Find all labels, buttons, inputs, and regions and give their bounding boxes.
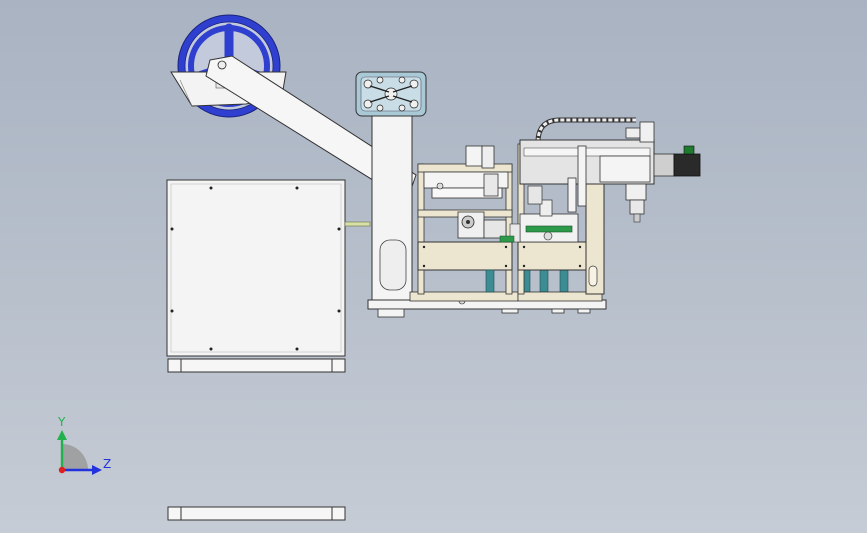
feeder-block[interactable] [457, 211, 507, 239]
y-axis-label: Y [57, 415, 66, 429]
origin-dot [58, 466, 66, 474]
lower-base-rail[interactable] [167, 506, 346, 521]
teal-supports[interactable] [485, 269, 569, 293]
center-mechanism[interactable] [499, 185, 579, 243]
upper-slide-assembly[interactable] [423, 145, 509, 199]
gripper-plate[interactable] [355, 71, 427, 117]
vertical-column[interactable] [371, 101, 413, 301]
connecting-rod[interactable] [344, 221, 371, 227]
vertical-actuator[interactable] [625, 183, 647, 223]
servo-motor[interactable] [653, 145, 701, 177]
enclosure-base-rail[interactable] [167, 358, 346, 373]
z-axis-label: Z [103, 457, 111, 471]
cable-chain[interactable] [535, 117, 641, 143]
enclosure-panel[interactable] [166, 179, 346, 357]
coordinate-triad: Y Z [57, 415, 111, 475]
